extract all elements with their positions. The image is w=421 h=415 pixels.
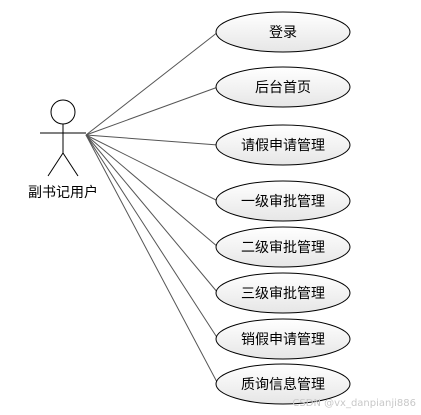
use-case-label: 请假申请管理 <box>241 138 325 154</box>
use-case-ellipse <box>215 124 351 166</box>
actor: 副书记用户 <box>28 99 98 201</box>
use-case-level3-approval: 三级审批管理 <box>215 272 351 314</box>
use-case-ellipse <box>215 226 351 268</box>
association-line-dashboard <box>85 86 219 136</box>
association-line-level2-approval <box>85 134 219 248</box>
association-line-leave-request <box>85 134 219 146</box>
actor-head <box>50 99 76 125</box>
use-case-label: 后台首页 <box>255 80 311 96</box>
use-case-leave-request: 请假申请管理 <box>215 124 351 166</box>
use-case-list: 登录后台首页请假申请管理一级审批管理二级审批管理三级审批管理销假申请管理质询信息… <box>215 11 351 405</box>
association-line-inquiry <box>85 134 219 385</box>
use-case-ellipse <box>215 11 351 53</box>
association-lines <box>85 31 219 385</box>
use-case-level1-approval: 一级审批管理 <box>215 180 351 222</box>
actor-right-leg <box>62 152 79 177</box>
use-case-ellipse <box>215 363 351 405</box>
association-line-login <box>85 31 219 136</box>
use-case-ellipse <box>215 272 351 314</box>
use-case-label: 登录 <box>269 25 297 41</box>
association-line-level3-approval <box>85 134 219 294</box>
use-case-login: 登录 <box>215 11 351 53</box>
actor-label: 副书记用户 <box>28 184 98 201</box>
association-line-leave-return <box>85 134 219 340</box>
use-case-label: 质询信息管理 <box>241 376 325 393</box>
use-case-label: 三级审批管理 <box>241 286 325 302</box>
use-case-label: 二级审批管理 <box>241 240 325 256</box>
actor-left-leg <box>47 152 64 177</box>
use-case-level2-approval: 二级审批管理 <box>215 226 351 268</box>
use-case-label: 销假申请管理 <box>241 332 325 348</box>
use-case-dashboard: 后台首页 <box>215 66 351 108</box>
watermark-text: CSDN @vx_danpianji886 <box>292 398 416 409</box>
use-case-ellipse <box>215 66 351 108</box>
use-case-ellipse <box>215 318 351 360</box>
use-case-leave-return: 销假申请管理 <box>215 318 351 360</box>
use-case-label: 一级审批管理 <box>241 194 325 210</box>
association-line-level1-approval <box>85 134 219 202</box>
use-case-ellipse <box>215 180 351 222</box>
use-case-inquiry: 质询信息管理 <box>215 363 351 405</box>
